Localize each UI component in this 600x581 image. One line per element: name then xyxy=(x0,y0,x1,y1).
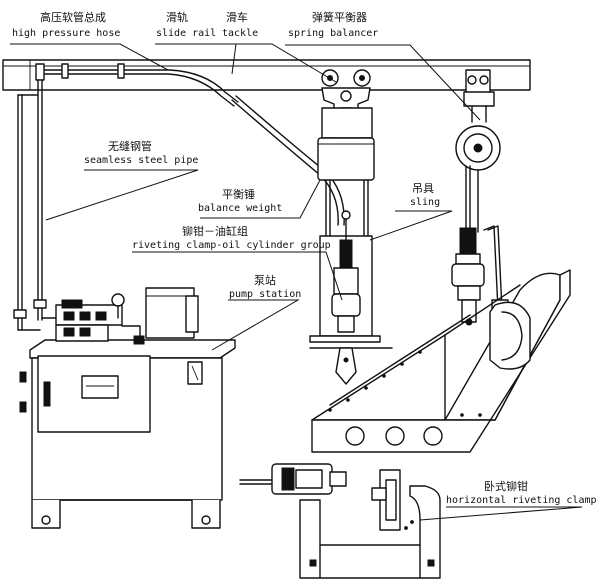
horizontal-riveting-clamp xyxy=(239,463,441,579)
balance-weight-block xyxy=(317,137,375,181)
label-slide-rail-en: slide rail xyxy=(156,28,217,39)
label-spring-balancer-en: spring balancer xyxy=(288,28,379,39)
label-tackle-en: tackle xyxy=(222,28,259,39)
pump-valve-block xyxy=(41,293,145,345)
label-high-pressure-hose-en: high pressure hose xyxy=(12,28,121,39)
label-horizontal-riveting-clamp-en: horizontal riveting clamp xyxy=(446,495,597,506)
label-spring-balancer-zh: 弹簧平衡器 xyxy=(312,11,367,24)
label-sling-en: sling xyxy=(410,197,441,208)
label-high-pressure-hose-zh: 高压软管总成 xyxy=(40,11,106,24)
leader-lines xyxy=(10,43,583,521)
label-horizontal-riveting-clamp-zh: 卧式铆钳 xyxy=(484,480,528,493)
tackle-trolley xyxy=(321,69,373,331)
label-balance-weight-zh: 平衡锤 xyxy=(222,188,255,201)
label-pump-station-zh: 泵站 xyxy=(254,274,276,287)
label-slide-rail-zh: 滑轨 xyxy=(166,11,188,24)
label-riveting-clamp-zh: 铆钳－油缸组 xyxy=(182,225,248,238)
label-pump-station-en: pump station xyxy=(229,289,302,300)
spring-balancer xyxy=(455,69,501,233)
workpiece-beam xyxy=(311,269,571,453)
label-balance-weight-en: balance weight xyxy=(198,203,283,214)
label-seamless-steel-pipe-en: seamless steel pipe xyxy=(84,155,199,166)
high-pressure-hose-line xyxy=(35,63,239,107)
riveting-clamp-cylinder-group xyxy=(309,210,393,385)
label-tackle-zh: 滑车 xyxy=(226,11,248,24)
label-seamless-steel-pipe-zh: 无缝钢管 xyxy=(108,140,152,153)
label-riveting-clamp-en: riveting clamp-oil cylinder group xyxy=(132,240,331,251)
slide-rail-beam xyxy=(2,59,531,91)
label-sling-zh: 吊具 xyxy=(412,182,434,195)
pump-station-cabinet xyxy=(19,287,236,529)
